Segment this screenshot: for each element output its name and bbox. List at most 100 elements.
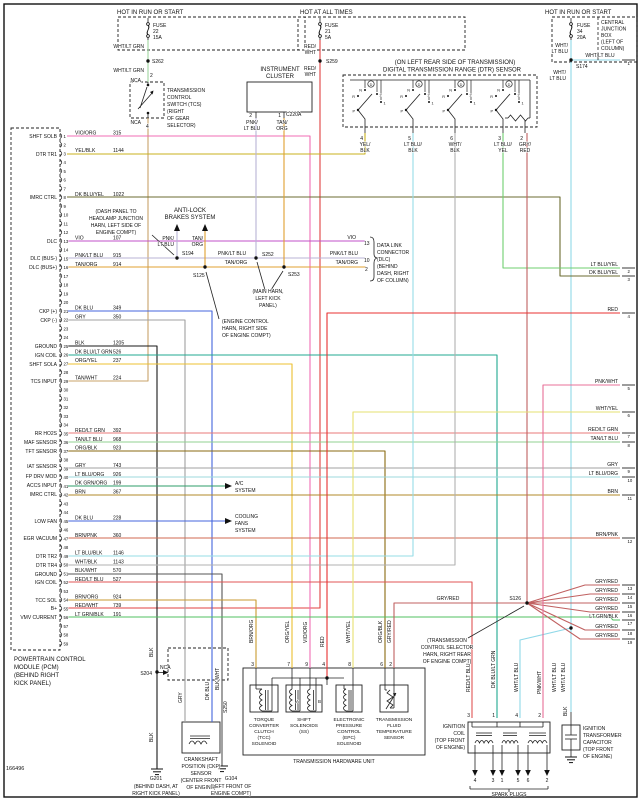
label: POWERTRAIN CONTROL (14, 657, 86, 663)
pcm-pin-bracket (59, 500, 63, 507)
label: DK BLU/YEL (75, 192, 104, 198)
tcs-switch-box (129, 81, 165, 119)
label: P (352, 110, 355, 114)
pcm-pin-bracket (59, 290, 63, 297)
ckp-shield-box (167, 647, 229, 681)
label: 14 (628, 595, 633, 600)
label: (BEHIND RIGHT (14, 673, 59, 679)
label: LT GRN/BLK (589, 614, 618, 620)
label: 10 (628, 478, 633, 483)
pcm-pin-bracket (59, 220, 63, 227)
label: 5 (64, 169, 67, 174)
label: 5 (628, 386, 631, 391)
label: (EPC) (342, 735, 355, 741)
label: IMRC CTRL (30, 492, 57, 498)
solenoid-coil (307, 688, 311, 712)
label: 4 (474, 778, 477, 784)
label: WHT/ (449, 142, 462, 148)
label: IMRC CTRL (30, 195, 57, 201)
label: BOX (601, 33, 612, 39)
dtr-sensor-box (342, 74, 538, 128)
pcm-pin-bracket (59, 246, 63, 253)
label: TAN/LT BLU (75, 437, 103, 443)
pcm-pin-bracket (59, 281, 63, 288)
label: 33 (64, 414, 69, 419)
label: 1 (384, 102, 386, 106)
label: DTR TR1 (36, 152, 57, 158)
label: 51 (64, 571, 69, 576)
abs-arrow-2 (202, 224, 208, 231)
coil-secondary (527, 740, 548, 744)
pcm-pin-bracket (59, 439, 63, 446)
pcm-box (10, 127, 61, 651)
label: S252 (262, 252, 274, 258)
label: 237 (113, 358, 122, 364)
pcm-pin-bracket (59, 229, 63, 236)
label: 1205 (113, 341, 124, 347)
label: 6 (380, 662, 383, 668)
dtr-contact (518, 101, 520, 103)
label: SPARK PLUGS (492, 792, 528, 798)
label: VIO/ORG (303, 621, 309, 643)
label: 17 (628, 621, 633, 626)
pcm-pin-bracket (59, 535, 63, 542)
label: ORG/YEL (75, 358, 97, 364)
label: 360 (113, 533, 122, 539)
label: FUSE (153, 23, 167, 29)
label: BRN/ORG (249, 620, 255, 643)
label: SELECTOR) (167, 123, 196, 129)
label: WHT/YEL (596, 406, 618, 412)
label: D (508, 83, 511, 87)
line (467, 605, 525, 639)
label: DLC (BUS+) (29, 265, 57, 271)
label: 35 (64, 431, 69, 436)
wire-gryred-fan13 (526, 584, 620, 604)
label: WHT/LT BLU (585, 53, 615, 59)
dtr-contact (364, 89, 366, 91)
label: PNK/ (246, 120, 258, 126)
label: 45 (64, 519, 69, 524)
label: 392 (113, 428, 122, 434)
label: R (490, 95, 493, 99)
label: CKP (-) (40, 318, 57, 324)
label: RED/LT BLU (75, 577, 104, 583)
line (385, 692, 397, 710)
spark-plug-arrow (515, 770, 521, 776)
label: LT BLU/ORG (75, 472, 104, 478)
label: IGN COIL (35, 580, 57, 586)
wires-layer (67, 40, 620, 769)
label: 13 (364, 241, 370, 247)
label: DK BLU (205, 682, 211, 700)
label: 526 (113, 349, 122, 355)
label: S250 (223, 701, 229, 713)
label: P (400, 110, 403, 114)
label: 4 (146, 124, 149, 130)
label: 350 (113, 314, 122, 320)
label: NCA (130, 78, 141, 84)
label: RR HO2S (35, 431, 58, 437)
label: GRY/RED (595, 597, 618, 603)
label: DK BLU/YEL (589, 270, 618, 276)
label: IGNITION (583, 726, 606, 732)
wire-gryred-fan14 (526, 593, 620, 604)
label: 7 (287, 662, 290, 668)
label: GRY/RED (595, 579, 618, 585)
wire-pin27-orgyel (67, 363, 293, 668)
label: RED/ (304, 66, 317, 72)
label: 2 (538, 713, 541, 719)
pcm-pin-bracket (59, 483, 63, 489)
label: VMV CURRENT (20, 615, 57, 621)
label: A/C (235, 481, 244, 487)
label: N (407, 89, 410, 93)
label: 2 (520, 136, 523, 142)
label: 199 (113, 481, 122, 487)
pcm-pin-bracket (59, 518, 63, 524)
dtr-contact (424, 93, 426, 95)
label: LT BLU/ORG (589, 471, 618, 477)
label: VIO (75, 236, 84, 242)
label: CENTRAL (601, 20, 625, 26)
label: 6 (628, 413, 631, 418)
ckp-sensor-box (181, 721, 221, 754)
pcm-pin-bracket (59, 159, 63, 166)
label: BLK/WHT (75, 568, 97, 574)
